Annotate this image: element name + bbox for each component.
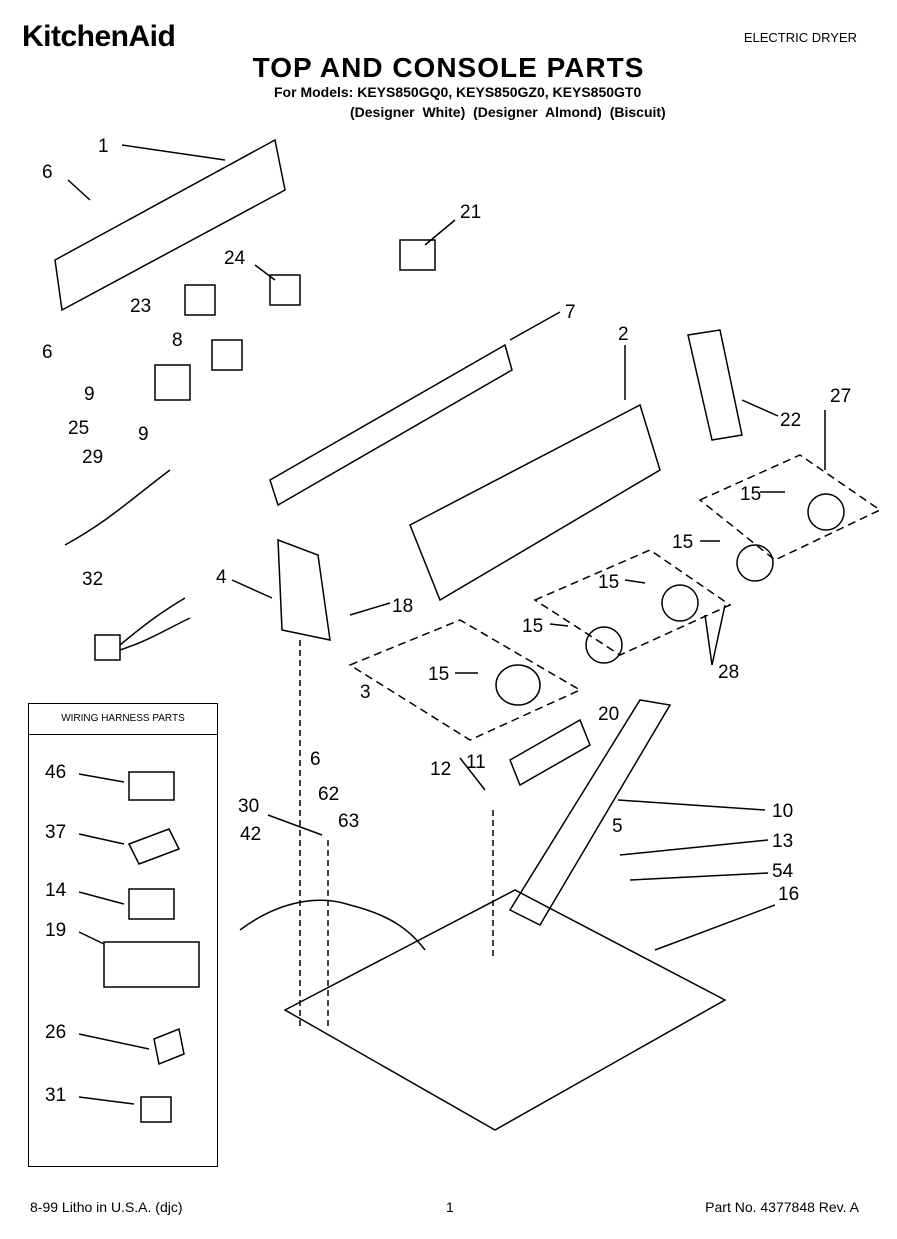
callout-54: 54 bbox=[772, 861, 794, 882]
callout-15d: 15 bbox=[522, 616, 543, 637]
part-knob-3 bbox=[661, 584, 699, 622]
wiring-harness-box: WIRING HARNESS PARTS 46 37 14 19 26 31 bbox=[28, 703, 218, 1167]
callout-2: 2 bbox=[618, 324, 629, 345]
callout-7: 7 bbox=[565, 302, 576, 323]
part-endcap-22 bbox=[687, 329, 743, 441]
callout-25: 25 bbox=[68, 418, 89, 439]
callout-22: 22 bbox=[780, 410, 801, 431]
callout-30: 30 bbox=[238, 796, 259, 817]
callout-29: 29 bbox=[82, 447, 103, 468]
harness-callout-26: 26 bbox=[45, 1022, 66, 1043]
callout-9a: 9 bbox=[84, 384, 95, 405]
callout-6c: 6 bbox=[310, 749, 321, 770]
knob-group-28 bbox=[533, 549, 732, 656]
part-bracket-4 bbox=[277, 538, 331, 641]
footer-print-info: 8-99 Litho in U.S.A. (djc) bbox=[30, 1199, 183, 1215]
harness-callout-14: 14 bbox=[45, 880, 67, 901]
harness-callout-46: 46 bbox=[45, 762, 66, 783]
model-variants: (Designer White) (Designer Almond) (Bisc… bbox=[350, 104, 666, 120]
callout-18: 18 bbox=[392, 596, 413, 617]
callout-20: 20 bbox=[598, 704, 619, 725]
brand-logo: KitchenAid bbox=[22, 20, 176, 53]
callout-10: 10 bbox=[772, 801, 793, 822]
footer-part-number: Part No. 4377848 Rev. A bbox=[705, 1199, 859, 1215]
callout-32: 32 bbox=[82, 569, 103, 590]
callout-8: 8 bbox=[172, 330, 183, 351]
part-panel-10 bbox=[508, 699, 672, 926]
callout-15e: 15 bbox=[428, 664, 449, 685]
part-knob-20 bbox=[495, 664, 541, 706]
callout-15a: 15 bbox=[740, 484, 761, 505]
callout-6a: 6 bbox=[42, 162, 53, 183]
callout-15b: 15 bbox=[672, 532, 693, 553]
part-timer-25 bbox=[154, 364, 191, 401]
knob-group-20 bbox=[348, 619, 582, 741]
callout-16: 16 bbox=[778, 884, 799, 905]
connector-14 bbox=[128, 888, 175, 920]
part-switch-21 bbox=[399, 239, 436, 271]
connector-19 bbox=[103, 941, 200, 988]
callout-3: 3 bbox=[360, 682, 371, 703]
callout-27: 27 bbox=[830, 386, 851, 407]
callout-11: 11 bbox=[466, 752, 486, 773]
callout-28: 28 bbox=[718, 662, 739, 683]
footer-page-number: 1 bbox=[446, 1199, 454, 1215]
part-console-2 bbox=[409, 403, 661, 602]
harness-parts-svg: 46 37 14 19 26 31 bbox=[45, 762, 200, 1123]
part-switch-8 bbox=[211, 339, 243, 371]
callout-42: 42 bbox=[240, 824, 261, 845]
callout-9b: 9 bbox=[138, 424, 149, 445]
part-harness-32 bbox=[94, 634, 121, 661]
connector-37 bbox=[127, 828, 181, 865]
document-type: ELECTRIC DRYER bbox=[743, 30, 857, 45]
connector-46 bbox=[128, 771, 175, 801]
callout-5: 5 bbox=[612, 816, 623, 837]
callout-1: 1 bbox=[98, 136, 109, 157]
callout-12: 12 bbox=[430, 759, 451, 780]
page-title: TOP AND CONSOLE PARTS bbox=[252, 52, 645, 83]
callout-24: 24 bbox=[224, 248, 246, 269]
part-knob-4 bbox=[585, 626, 623, 664]
part-rail-7 bbox=[269, 343, 513, 507]
harness-callout-37: 37 bbox=[45, 822, 66, 843]
callout-63: 63 bbox=[338, 811, 359, 832]
callout-15c: 15 bbox=[598, 572, 619, 593]
part-harness-32-wires bbox=[119, 597, 191, 651]
connector-31 bbox=[140, 1096, 172, 1123]
harness-box-title: WIRING HARNESS PARTS bbox=[29, 704, 217, 735]
model-list: For Models: KEYS850GQ0, KEYS850GZ0, KEYS… bbox=[274, 84, 642, 100]
callout-23: 23 bbox=[130, 296, 151, 317]
part-harness-42 bbox=[239, 899, 426, 951]
part-window-11 bbox=[509, 718, 591, 787]
harness-callout-31: 31 bbox=[45, 1085, 66, 1106]
callout-6b: 6 bbox=[42, 342, 53, 363]
part-knob-2 bbox=[736, 544, 774, 582]
callout-21: 21 bbox=[460, 202, 481, 223]
harness-callout-19: 19 bbox=[45, 920, 66, 941]
part-switch-24 bbox=[269, 274, 301, 306]
part-wire-29 bbox=[64, 469, 171, 546]
knob-group-27 bbox=[698, 454, 882, 561]
part-top-16 bbox=[283, 889, 727, 1131]
connector-26 bbox=[153, 1027, 185, 1066]
callout-62: 62 bbox=[318, 784, 339, 805]
part-switch-23 bbox=[184, 284, 216, 316]
callout-13: 13 bbox=[772, 831, 793, 852]
callout-4: 4 bbox=[216, 567, 227, 588]
part-bracket-1 bbox=[54, 138, 286, 312]
part-knob-1 bbox=[807, 493, 845, 531]
